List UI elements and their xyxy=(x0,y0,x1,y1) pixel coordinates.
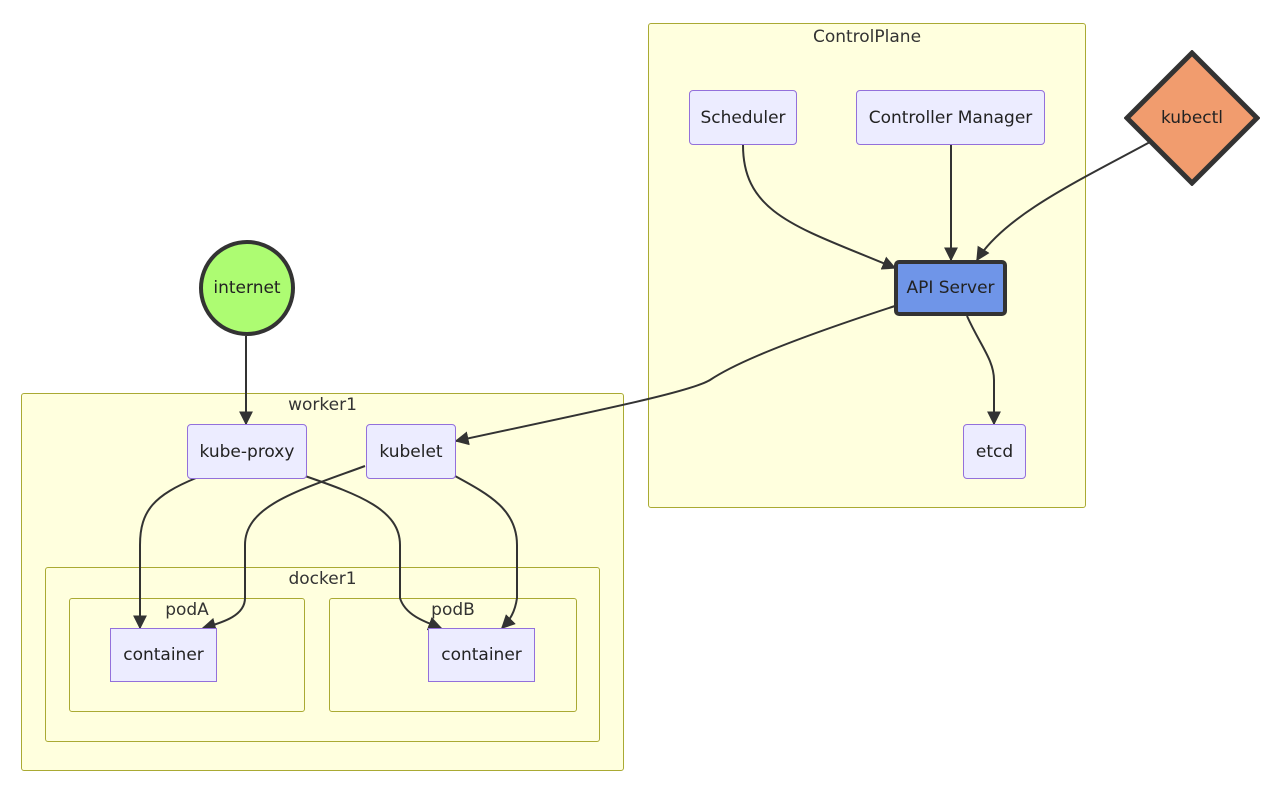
container-a-node: container xyxy=(110,628,217,682)
kubectl-label: kubectl xyxy=(1160,108,1224,128)
kubelet-node: kubelet xyxy=(366,424,456,479)
controller-manager-node: Controller Manager xyxy=(856,90,1045,145)
kubectl-node: kubectl xyxy=(1123,49,1261,187)
container-b-node: container xyxy=(428,628,535,682)
api-server-node: API Server xyxy=(894,260,1007,316)
pod-b-label: podB xyxy=(431,600,475,620)
scheduler-node: Scheduler xyxy=(689,90,797,145)
docker1-label: docker1 xyxy=(288,569,357,589)
pod-a-label: podA xyxy=(165,600,209,620)
control-plane-label: ControlPlane xyxy=(812,27,922,47)
internet-node: internet xyxy=(199,240,295,336)
kubectl-diamond-shape xyxy=(1123,49,1261,187)
worker1-label: worker1 xyxy=(288,395,357,415)
etcd-node: etcd xyxy=(963,424,1026,479)
kube-proxy-node: kube-proxy xyxy=(187,424,307,479)
